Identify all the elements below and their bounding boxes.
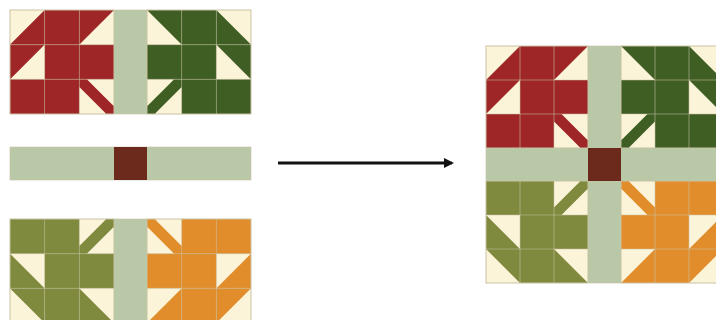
leaf-point [689, 46, 716, 80]
leaf-point [79, 253, 114, 289]
leaf-outline [146, 218, 252, 320]
leaf-point [486, 215, 520, 249]
leaf-point [554, 46, 588, 80]
assembled-leaf-red [485, 45, 589, 149]
leaf-point [486, 249, 520, 283]
leaf-point [147, 253, 182, 289]
leaf-stem [79, 219, 114, 254]
leaf-point [621, 80, 655, 114]
leaf-square [44, 288, 80, 320]
vertical-sashing [113, 218, 148, 320]
leaf-block-dark-green [146, 9, 252, 115]
leaf-stem [621, 114, 655, 148]
leaf-point [689, 80, 716, 107]
leaf-square [520, 249, 554, 283]
leaf-square [44, 10, 80, 45]
leaf-point [554, 215, 588, 249]
leaf-block-olive [9, 218, 115, 320]
leaf-point [147, 44, 182, 80]
leaf-stem [554, 181, 588, 215]
leaf-point [79, 44, 114, 80]
leaf-square [181, 288, 217, 320]
leaf-point [486, 80, 520, 114]
vertical-sashing [113, 9, 148, 115]
leaf-point [486, 46, 520, 80]
leaf-point [621, 215, 655, 249]
leaf-square [655, 46, 689, 80]
assembled-leaf-orange [620, 180, 716, 284]
leaf-point [554, 249, 588, 283]
leaf-point [689, 222, 716, 249]
cornerstone-square [114, 147, 147, 180]
leaf-point [689, 249, 716, 283]
leaf-square [520, 46, 554, 80]
leaf-point [621, 46, 655, 80]
leaf-point [621, 249, 655, 283]
leaf-stem [147, 219, 182, 254]
leaf-point [147, 10, 182, 45]
left-column [9, 9, 252, 320]
leaf-block-orange [146, 218, 252, 320]
cornerstone-square [588, 148, 621, 181]
leaf-point [216, 10, 251, 45]
leaf-point [149, 288, 182, 320]
leaf-block-red [9, 9, 115, 115]
leaf-square [181, 10, 217, 45]
leaf-stem [554, 114, 588, 148]
leaf-stem [621, 181, 655, 215]
leaf-outline [146, 9, 252, 115]
leaf-point [10, 253, 45, 289]
leaf-point [216, 288, 251, 320]
leaf-stem [79, 79, 114, 114]
leaf-point [79, 10, 114, 45]
leaf-square [655, 249, 689, 283]
leaf-point [10, 288, 45, 320]
assembled-block [485, 45, 716, 284]
assembled-leaf-olive [485, 180, 589, 284]
leaf-point [79, 288, 112, 320]
leaf-point [554, 80, 588, 114]
leaf-point [10, 10, 45, 45]
assembled-leaf-dark-green [620, 45, 716, 149]
leaf-stem [147, 79, 182, 114]
